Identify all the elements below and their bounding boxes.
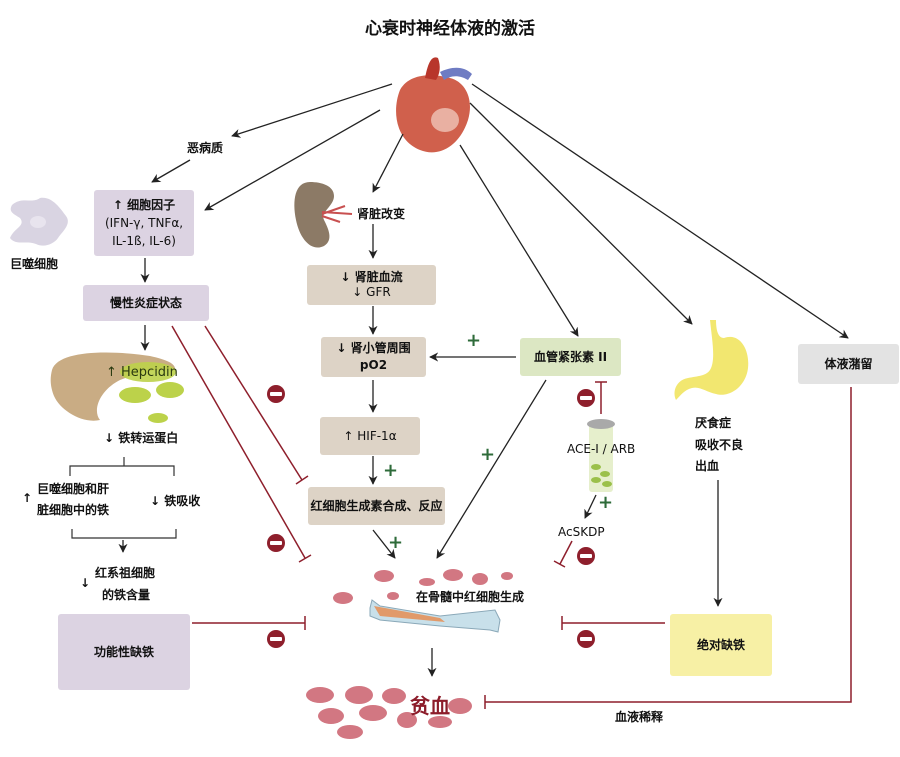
erythroid-line1: 红系祖细胞 [95, 566, 156, 580]
fluid-retention-label: 体液潴留 [824, 357, 873, 371]
hepcidin-label: ↑ Hepcidin [106, 365, 178, 380]
box-cytokines: ↑ 细胞因子 (IFN-γ, TNFα, IL-1ß, IL-6) [94, 190, 194, 256]
arrow-angiotensin-marrow [436, 379, 547, 559]
stomach-icon [674, 320, 749, 400]
bleeding-label: 出血 [695, 459, 720, 473]
inhibit-acskdp-marrow-bar [553, 560, 566, 568]
plus-angiotensin-peritubular: + [466, 330, 482, 351]
gfr-label: ↓ GFR [352, 285, 391, 299]
hif-label: ↑ HIF-1α [343, 429, 397, 443]
bone-marrow-label: 在骨髓中红细胞生成 [416, 590, 525, 604]
diagram-title: 心衰时神经体液的激活 [365, 19, 535, 39]
box-absolute-iron-deficiency: 绝对缺铁 [670, 614, 772, 676]
minus-icon-vial-angiotensin [577, 389, 595, 407]
bone-icon [369, 599, 501, 633]
iron-stores-arrow: ↑ [22, 491, 33, 505]
ace-arb-label: ACE-I / ARB [567, 442, 636, 456]
minus-icon-inflammation-marrow [267, 534, 285, 552]
arrow-heart-angiotensin [459, 144, 579, 337]
po2-label: pO2 [359, 358, 388, 372]
erythroid-arrow: ↓ [80, 576, 91, 590]
box-peritubular-po2: ↓ 肾小管周围 pO2 [321, 337, 426, 377]
absolute-iron-label: 绝对缺铁 [696, 638, 745, 652]
heart-icon [396, 57, 472, 153]
inhibit-fluid-anemia [485, 387, 852, 703]
iron-absorption-label: ↓ 铁吸收 [150, 494, 201, 508]
angiotensin-label: 血管紧张素 II [533, 350, 608, 364]
plus-epo-marrow: + [388, 532, 404, 553]
ace-arb-vial-icon [587, 419, 615, 492]
arrow-heart-cachexia [231, 83, 393, 138]
liver-icon [50, 352, 184, 423]
minus-icon-functional-marrow [267, 630, 285, 648]
inhibit-inflammation-epo-bar [295, 475, 309, 485]
bracket-top [69, 457, 175, 476]
arrow-heart-stomach [469, 102, 693, 325]
cytokines-title: ↑ 细胞因子 [112, 198, 176, 212]
ferroportin-label: ↓ 铁转运蛋白 [104, 431, 179, 445]
minus-icon-absolute-marrow [577, 630, 595, 648]
inhibit-inflammation-marrow [171, 325, 306, 559]
kidney-change-label: 肾脏改变 [357, 207, 406, 221]
chronic-inflammation-label: 慢性炎症状态 [109, 296, 182, 310]
box-angiotensin: 血管紧张素 II [520, 338, 621, 376]
cytokines-list-1: (IFN-γ, TNFα, [104, 216, 184, 230]
anorexia-label: 厌食症 [695, 416, 732, 430]
macrophage-label: 巨噬细胞 [10, 257, 59, 271]
box-renal-flow: ↓ 肾脏血流 ↓ GFR [307, 265, 436, 305]
box-epo: 红细胞生成素合成、反应 [308, 487, 445, 525]
box-hif: ↑ HIF-1α [320, 417, 420, 455]
cachexia-label: 恶病质 [187, 141, 224, 155]
inhibit-acskdp-marrow [559, 540, 573, 565]
box-fluid-retention: 体液潴留 [798, 344, 899, 384]
box-chronic-inflammation: 慢性炎症状态 [83, 285, 209, 321]
arrow-heart-cytokines [204, 109, 381, 211]
minus-icon-inflammation-epo [267, 385, 285, 403]
plus-hif-epo: + [383, 460, 399, 481]
arrow-vial-acskdp [584, 494, 597, 519]
bracket-bottom [71, 529, 177, 539]
acskdp-label: AcSKDP [558, 525, 605, 539]
box-functional-iron-deficiency: 功能性缺铁 [58, 614, 190, 690]
iron-stores-line1: 巨噬细胞和肝 [37, 482, 110, 496]
arrow-heart-kidney [372, 133, 404, 193]
inhibit-inflammation-epo [204, 325, 303, 481]
inhibit-inflammation-marrow-bar [298, 554, 312, 563]
macrophage-nucleus [30, 216, 46, 228]
epo-label: 红细胞生成素合成、反应 [310, 499, 443, 513]
functional-iron-label: 功能性缺铁 [93, 645, 154, 659]
malabsorption-label: 吸收不良 [695, 438, 744, 452]
iron-stores-line2: 脏细胞中的铁 [37, 503, 110, 517]
anemia-label: 贫血 [410, 694, 450, 718]
kidney-icon [294, 182, 353, 248]
cytokines-list-2: IL-1ß, IL-6) [112, 234, 176, 248]
peritubular-label: ↓ 肾小管周围 [336, 341, 411, 356]
plus-vial-acskdp: + [598, 492, 614, 513]
arrow-epo-marrow [372, 529, 396, 559]
arrow-cachexia-cytokines [151, 159, 191, 183]
red-blood-cells [306, 569, 513, 739]
hemodilution-label: 血液稀释 [615, 710, 664, 724]
plus-angiotensin-marrow: + [480, 444, 496, 465]
erythroid-line2: 的铁含量 [102, 588, 151, 602]
minus-icon-acskdp-marrow [577, 547, 595, 565]
renal-flow-label: ↓ 肾脏血流 [340, 270, 403, 284]
arrow-heart-fluid [471, 83, 849, 339]
